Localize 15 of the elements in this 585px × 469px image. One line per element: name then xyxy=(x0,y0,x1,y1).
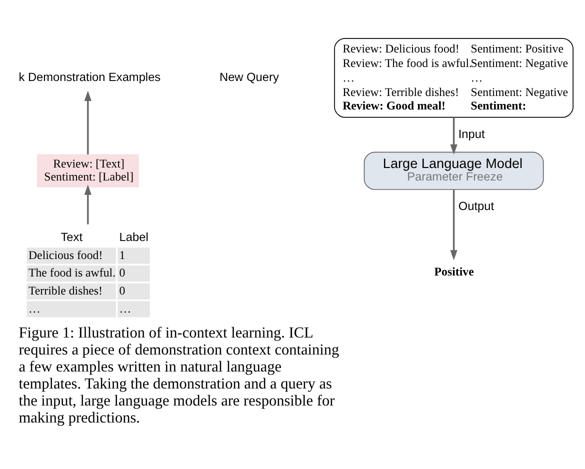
edge-label: Output xyxy=(458,199,494,214)
node-label: Label xyxy=(119,230,148,244)
label: New Query xyxy=(220,70,279,84)
node-box: Review: Delicious food! Sentiment: Positive Review: The food is awful.Sentiment: Negative … … Review: Terrible dishes! Sentiment: Negative Review: Good meal! Sentiment: xyxy=(334,38,574,118)
node-label: Text xyxy=(60,230,83,244)
node-box: Review: [Text] Sentiment: [Label] xyxy=(36,154,139,188)
node-box: Large Language Model Parameter Freeze xyxy=(364,152,544,190)
arrow xyxy=(450,190,458,260)
edge-label: Input xyxy=(458,126,485,141)
arrow xyxy=(84,90,92,154)
node-text: Positive xyxy=(434,264,474,278)
arrow xyxy=(450,117,458,155)
caption: Figure 1: Illustration of in-context learning. ICL requires a piece of demonstration context containing a few examples written in natural language templates. Taking the demonstration and a query as the input, large language models are responsible for making predictions. xyxy=(18,324,340,426)
arrow xyxy=(84,184,92,224)
node-text: k Demonstration Examples xyxy=(18,70,161,84)
